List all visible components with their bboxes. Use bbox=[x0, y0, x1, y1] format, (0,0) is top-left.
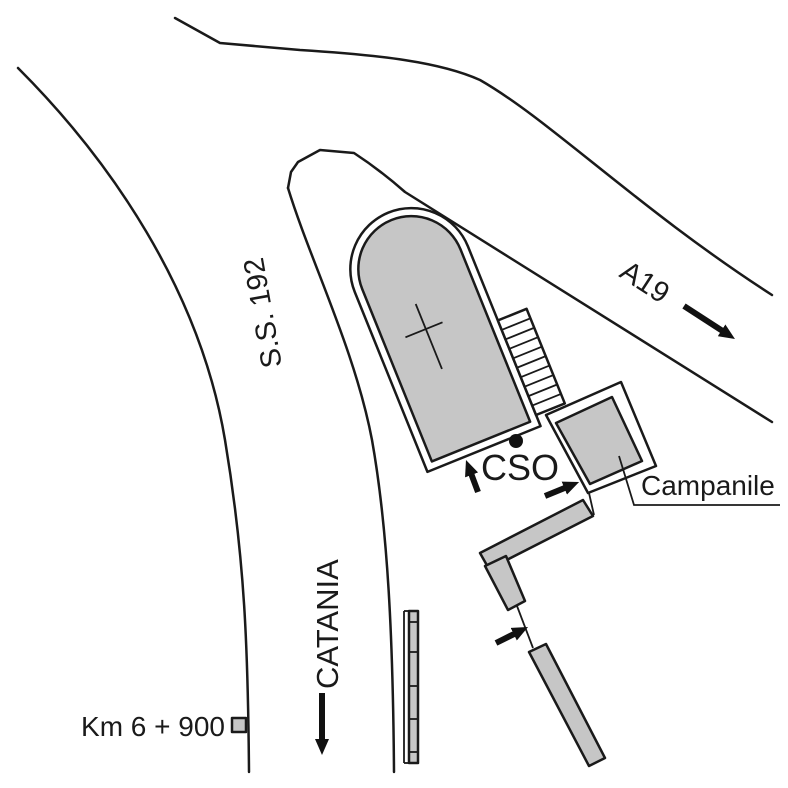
wall-connector bbox=[588, 492, 595, 516]
retaining-walls bbox=[478, 492, 607, 768]
wall-segment bbox=[527, 642, 607, 768]
staircase bbox=[496, 307, 567, 417]
traffic-island-edge bbox=[286, 148, 774, 424]
entrance-arrow-icon bbox=[494, 627, 529, 646]
road-a19-north-edge bbox=[173, 16, 774, 297]
stair-step bbox=[531, 393, 562, 407]
roadside-railing bbox=[403, 609, 420, 765]
campanile-label: Campanile bbox=[641, 470, 775, 501]
square-icon bbox=[230, 716, 248, 734]
road-a19-label: A19 bbox=[614, 255, 675, 310]
stair-step bbox=[505, 326, 535, 341]
a19-direction-arrow-icon bbox=[682, 303, 735, 340]
station-label: CSO bbox=[481, 447, 559, 488]
campanile-leader-line bbox=[618, 455, 780, 506]
wall-connector bbox=[516, 605, 534, 649]
road-ss192-east-edge bbox=[286, 186, 396, 774]
stair-step bbox=[501, 317, 531, 331]
cross-icon bbox=[405, 303, 443, 370]
road-ss192-label: S.S. 192 bbox=[238, 255, 289, 370]
stair-step bbox=[520, 364, 550, 379]
stair-step bbox=[528, 383, 558, 397]
stair-step bbox=[524, 374, 554, 388]
church-interior bbox=[357, 214, 532, 463]
stair-step bbox=[512, 345, 543, 360]
km-marker-label: Km 6 + 900 bbox=[81, 711, 225, 742]
entrance-arrow-icon bbox=[543, 481, 580, 499]
church bbox=[349, 206, 567, 474]
stair-step bbox=[516, 355, 547, 369]
wall-segment bbox=[478, 498, 595, 571]
wall-segment bbox=[483, 554, 527, 612]
dot-icon bbox=[509, 434, 523, 448]
stair-step bbox=[508, 336, 539, 350]
road-ss192-west-edge bbox=[16, 66, 251, 774]
entrance-arrow-icon bbox=[465, 459, 481, 494]
catania-direction-label: CATANIA bbox=[310, 559, 345, 689]
